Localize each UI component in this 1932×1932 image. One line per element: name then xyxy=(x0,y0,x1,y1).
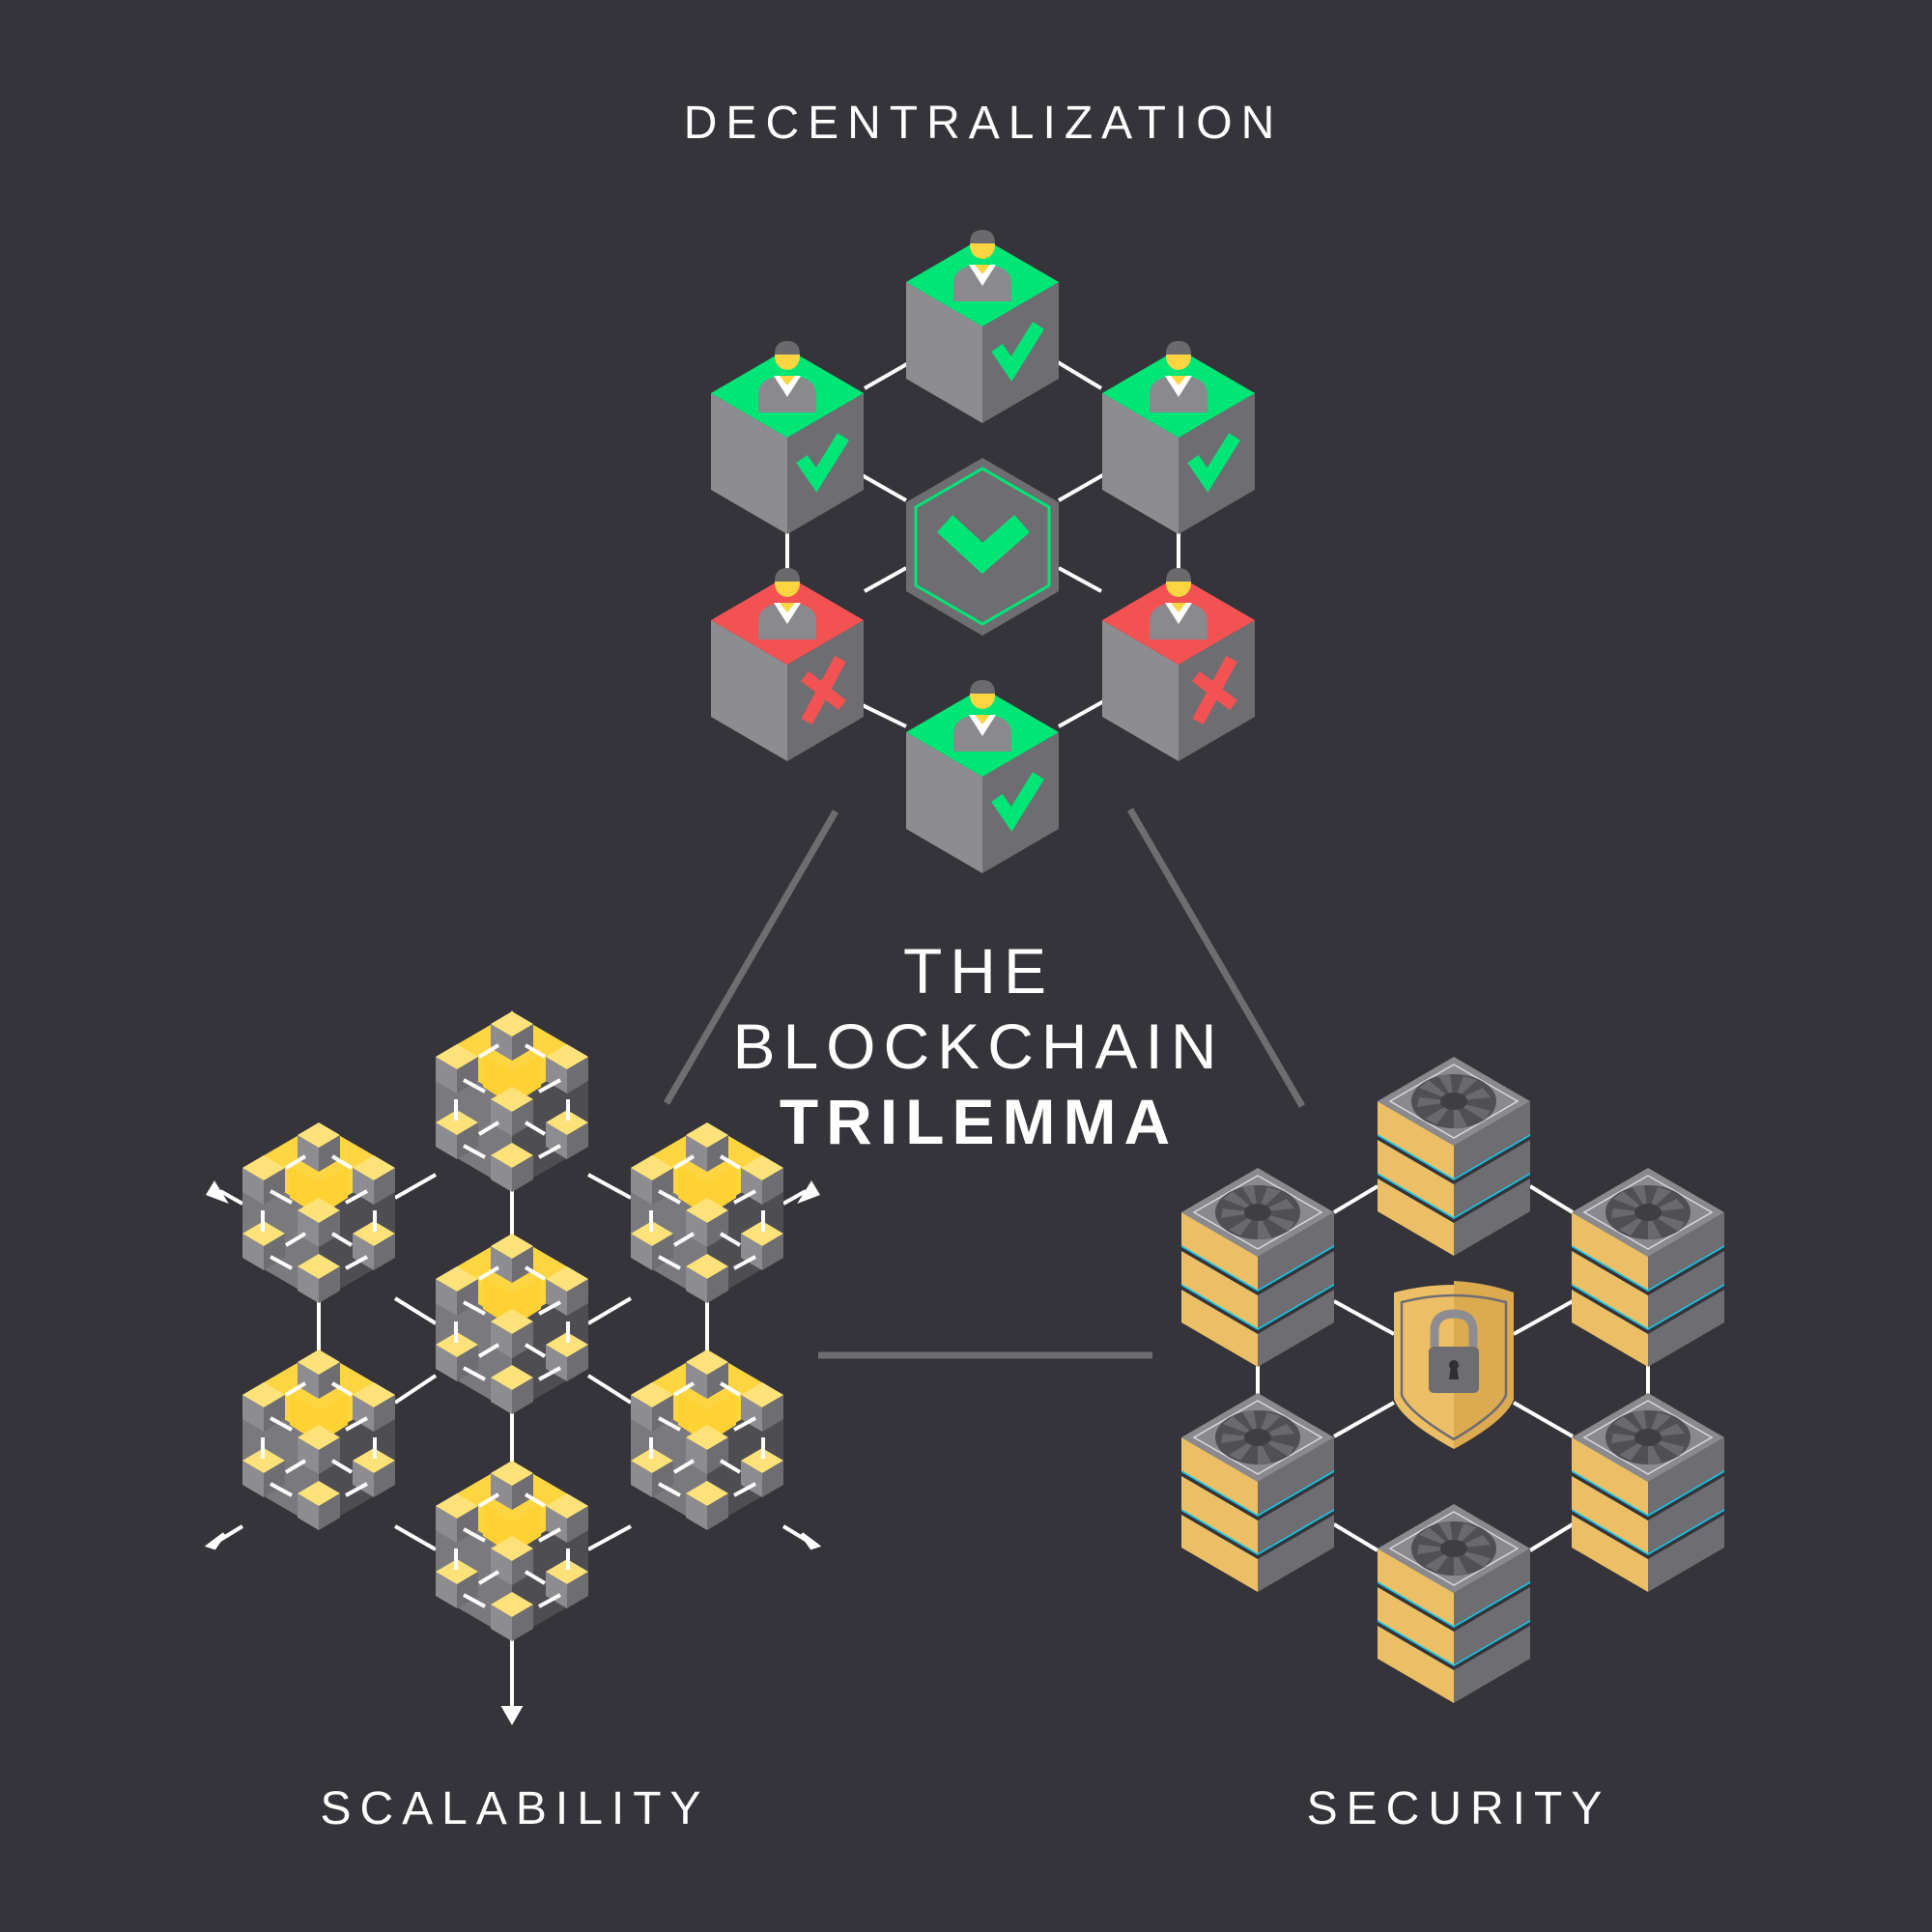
arrow-down-icon xyxy=(500,1706,524,1726)
arrow-upper-right-icon xyxy=(797,1180,820,1204)
node-rejected-lower-right xyxy=(1102,568,1255,761)
title-line-blockchain: BLOCKCHAIN xyxy=(732,1010,1225,1082)
arrow-upper-left-icon xyxy=(206,1180,229,1204)
arrow-lower-right-icon xyxy=(800,1532,822,1550)
node-approved-bottom xyxy=(906,680,1059,873)
scale-node-upper-left xyxy=(242,1122,395,1303)
title-line-the: THE xyxy=(902,935,1054,1007)
label-scalability: SCALABILITY xyxy=(320,1783,710,1834)
scale-node-top xyxy=(436,1011,588,1192)
node-approved-upper-right xyxy=(1102,341,1255,534)
label-decentralization: DECENTRALIZATION xyxy=(683,98,1284,149)
server-node-lower-right xyxy=(1572,1393,1724,1592)
connector-left xyxy=(663,810,839,1105)
scalability-network xyxy=(204,1011,822,1726)
network-links xyxy=(1256,1184,1650,1552)
server-node-top xyxy=(1378,1057,1530,1256)
decentralization-network xyxy=(711,230,1255,873)
node-approved-upper-left xyxy=(711,341,864,534)
server-node-lower-left xyxy=(1181,1393,1334,1592)
scale-node-lower-left xyxy=(242,1350,395,1530)
title-line-trilemma: TRILEMMA xyxy=(779,1086,1179,1157)
arrow-lower-left-icon xyxy=(204,1532,226,1550)
scale-node-bottom xyxy=(436,1461,588,1641)
server-node-bottom xyxy=(1378,1504,1530,1703)
server-node-upper-left xyxy=(1181,1168,1334,1367)
scale-node-center xyxy=(436,1234,588,1414)
node-approved-top xyxy=(906,230,1059,423)
security-network xyxy=(1181,1057,1724,1703)
shield-lock-icon xyxy=(1394,1281,1514,1449)
consensus-check-icon xyxy=(936,514,1030,575)
scale-node-lower-right xyxy=(631,1350,783,1530)
diagram-title: THE BLOCKCHAIN TRILEMMA xyxy=(732,933,1224,1159)
node-rejected-lower-left xyxy=(711,568,864,761)
label-security: SECURITY xyxy=(1306,1783,1611,1834)
consensus-hexagon xyxy=(906,458,1059,636)
trilemma-connectors xyxy=(663,808,1306,1359)
server-node-upper-right xyxy=(1572,1168,1724,1367)
connector-right xyxy=(1126,808,1306,1108)
